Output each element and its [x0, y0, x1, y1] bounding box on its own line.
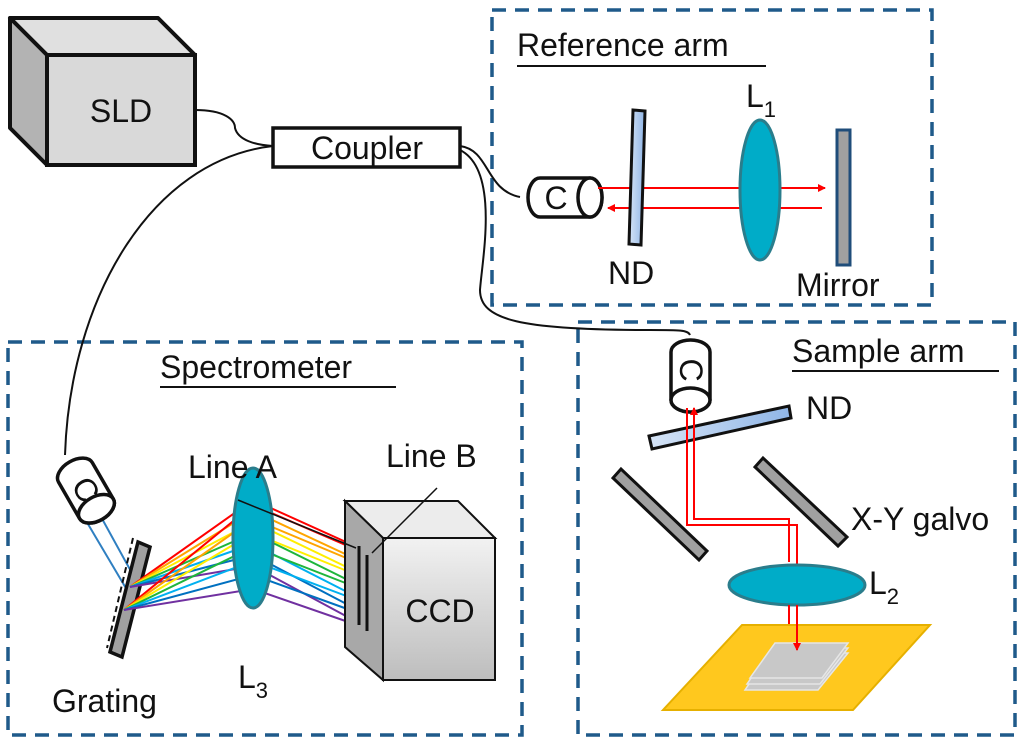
ccd-camera: CCD [342, 498, 498, 683]
coupler: Coupler [271, 126, 462, 169]
spectrometer-box [6, 340, 524, 737]
sample-nd-filter [647, 404, 793, 451]
diffraction-grating [106, 537, 153, 660]
reference-arm-title: Reference arm [517, 27, 729, 63]
spectrometer-title: Spectrometer [160, 349, 352, 385]
input-beam-1 [84, 518, 128, 591]
reference-lens-l1 [738, 118, 782, 262]
optical-fibers [64, 109, 691, 456]
sample-specimen [743, 642, 850, 691]
fiber-sld-coupler [194, 109, 274, 147]
input-beam-2 [99, 514, 134, 576]
spectrometer-lens-label: L3 [238, 659, 268, 703]
collimator-label: C [673, 358, 709, 381]
sample-lens-l2 [727, 563, 867, 607]
grating-label: Grating [52, 683, 157, 719]
reference-lens-label: L1 [746, 78, 776, 122]
galvo-mirror-x [610, 466, 710, 563]
spectrometer-lens-l3 [231, 466, 275, 610]
line-a-label: Line A [188, 449, 278, 485]
fiber-coupler-reference [459, 145, 521, 198]
reference-nd-filter [627, 108, 647, 247]
sample-nd-label: ND [806, 390, 852, 426]
sample-beam-forward [686, 408, 801, 651]
reference-mirror [835, 128, 852, 267]
line-b-label: Line B [386, 438, 477, 474]
line-b-pointer [371, 487, 438, 554]
reference-nd-label: ND [608, 255, 654, 291]
reference-arm-box [490, 8, 934, 307]
line-a-pointer [237, 499, 357, 549]
galvo-label: X-Y galvo [851, 501, 989, 537]
reference-mirror-label: Mirror [796, 267, 880, 303]
sld-label: SLD [90, 93, 152, 129]
galvo-mirror-y [752, 455, 850, 549]
reference-collimator: C [526, 176, 604, 219]
sample-arm-title: Sample arm [792, 333, 965, 369]
sample-beam-return [690, 407, 790, 562]
collimator-label: C [544, 180, 567, 216]
coupler-label: Coupler [311, 130, 423, 166]
spectrometer-collimator: C [55, 456, 117, 525]
fiber-coupler-sample [459, 149, 691, 336]
sample-arm-box [576, 320, 1017, 737]
fiber-coupler-spectrometer [64, 145, 274, 456]
sample-lens-label: L2 [869, 565, 899, 609]
sld-source: SLD [8, 16, 197, 167]
ccd-label: CCD [405, 593, 474, 629]
sample-collimator: C [669, 338, 712, 414]
